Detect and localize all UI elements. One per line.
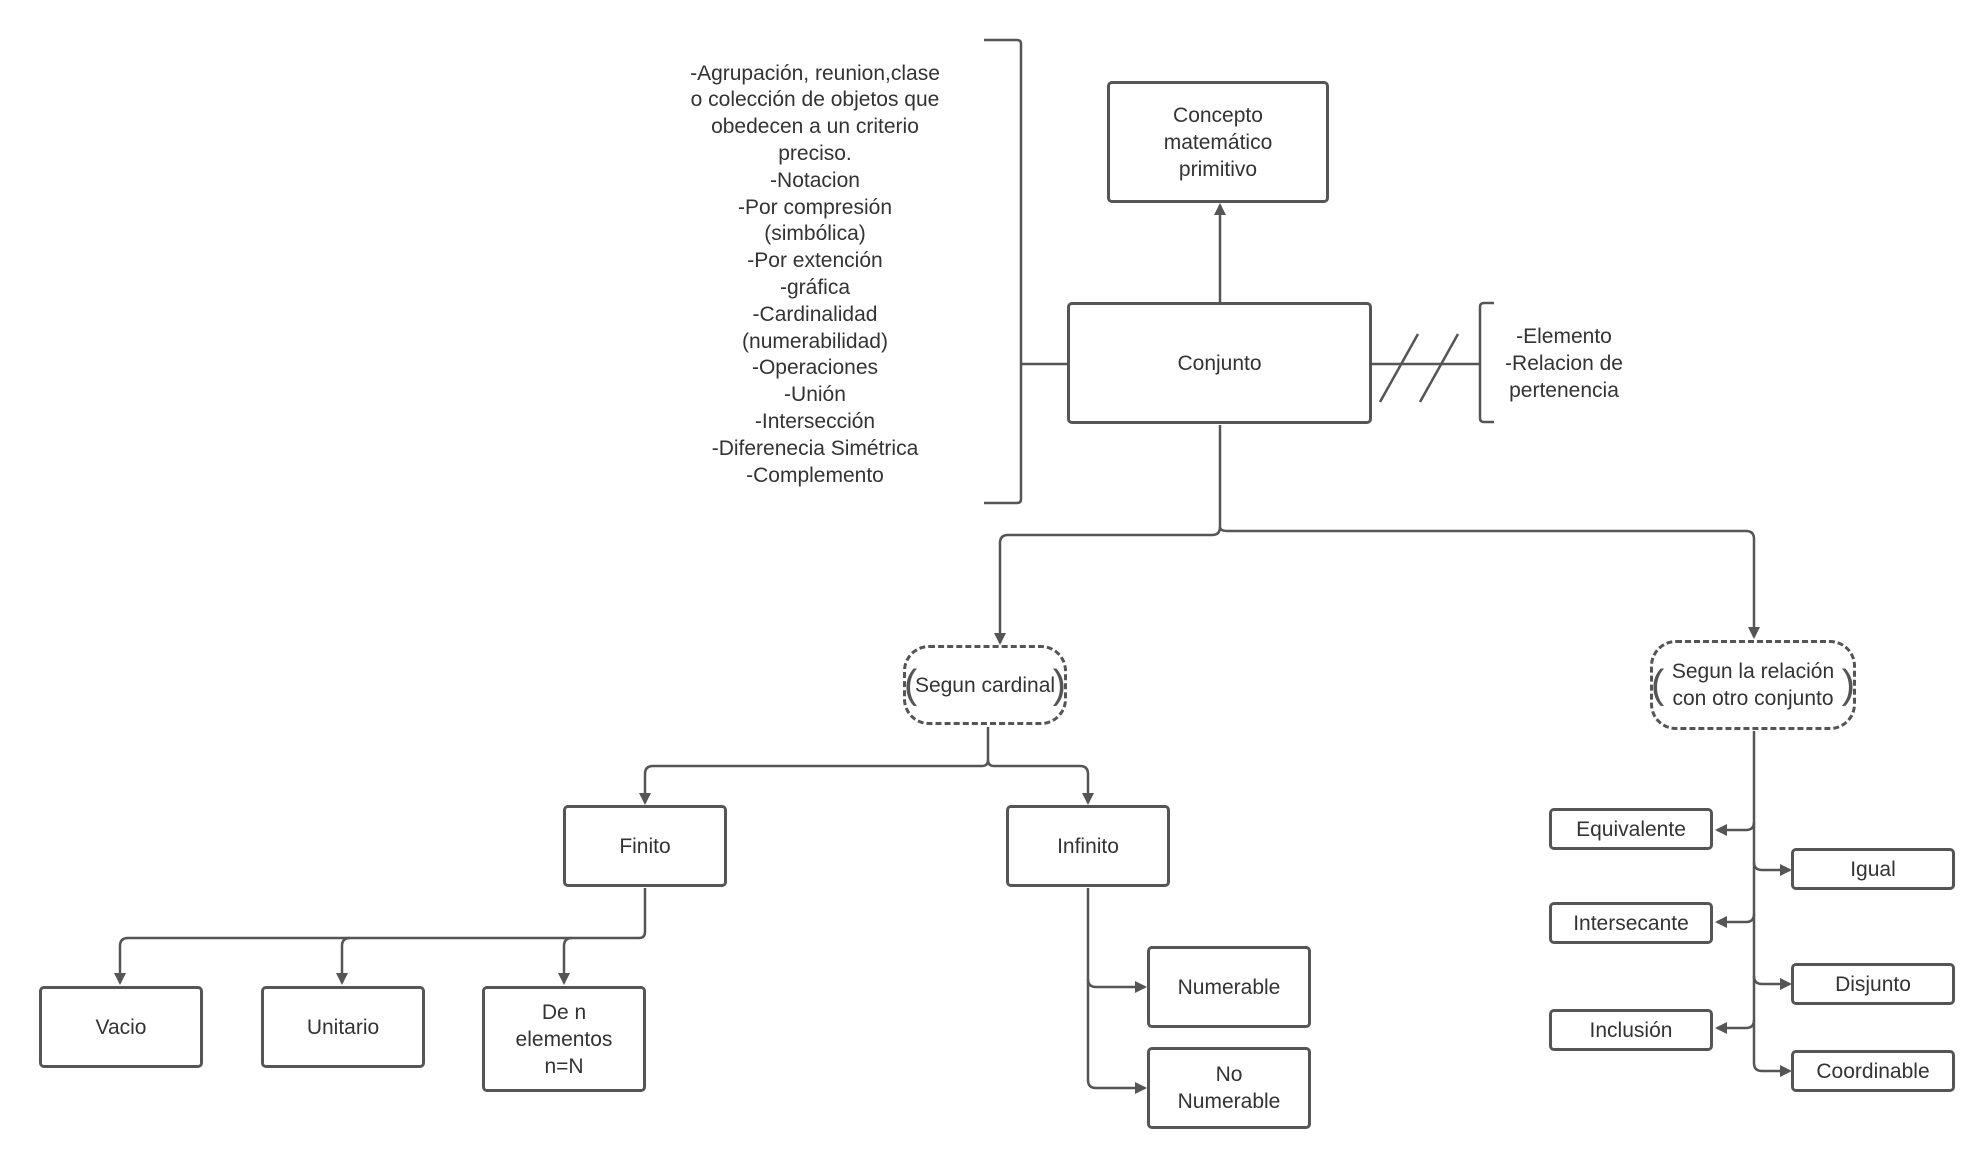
segun-relacion-label: Segun la relación con otro conjunto — [1671, 660, 1835, 710]
edge-relacion-trunk — [1752, 731, 1792, 1077]
edge-conjunto-segun-cardinal — [994, 425, 1222, 645]
description-bracket — [984, 38, 1023, 505]
igual-node: Igual — [1791, 848, 1955, 890]
edge-cardinal-finito — [639, 727, 990, 805]
segun-cardinal-label: Segun cardinal — [914, 673, 1056, 697]
no-numerable-node: No Numerable — [1147, 1047, 1311, 1129]
edge-relacion-intersecante — [1715, 913, 1756, 928]
edge-relacion-igual — [1752, 861, 1792, 876]
conjunto-node: Conjunto — [1067, 302, 1372, 424]
slash-mark-2 — [1418, 333, 1460, 403]
edge-relacion-inclusion — [1715, 1019, 1756, 1034]
slash-mark-1 — [1378, 333, 1420, 403]
equivalente-node: Equivalente — [1549, 808, 1713, 850]
segun-relacion-node: ( Segun la relación con otro conjunto ) — [1650, 640, 1856, 730]
close-paren-icon: ) — [1841, 662, 1855, 707]
open-paren-icon: ( — [904, 662, 918, 707]
open-paren-icon: ( — [1651, 662, 1665, 707]
de-n-node: De n elementos n=N — [482, 986, 646, 1092]
descripcion-text: -Agrupación, reunion,clase o colección d… — [690, 61, 940, 487]
edge-finito-unitario — [336, 936, 351, 985]
infinito-node: Infinito — [1006, 805, 1170, 887]
edge-finito-children — [114, 888, 647, 985]
no-definidos-text: -Elemento -Relacion de pertenencia — [1505, 324, 1623, 402]
edge-conjunto-segun-relacion — [1218, 526, 1760, 639]
edge-infinito-numerable — [1086, 888, 1147, 1094]
disjunto-node: Disjunto — [1791, 963, 1955, 1005]
numerable-node: Numerable — [1147, 946, 1311, 1028]
close-paren-icon: ) — [1052, 662, 1066, 707]
edge-relacion-equivalente — [1715, 821, 1756, 836]
vacio-node: Vacio — [39, 986, 203, 1068]
edge-cardinal-infinito — [986, 759, 1094, 805]
inclusion-node: Inclusión — [1549, 1009, 1713, 1051]
finito-node: Finito — [563, 805, 727, 887]
no-definidos-bracket — [1478, 301, 1494, 424]
concepto-node: Concepto matemático primitivo — [1107, 81, 1329, 203]
coordinable-node: Coordinable — [1791, 1050, 1955, 1092]
edge-infinito-no-numerable-lower — [1086, 978, 1147, 993]
edge-finito-de-n — [558, 936, 573, 985]
unitario-node: Unitario — [261, 986, 425, 1068]
edge-relacion-disjunto — [1752, 975, 1792, 990]
segun-cardinal-node: ( Segun cardinal ) — [903, 645, 1067, 725]
intersecante-node: Intersecante — [1549, 902, 1713, 944]
